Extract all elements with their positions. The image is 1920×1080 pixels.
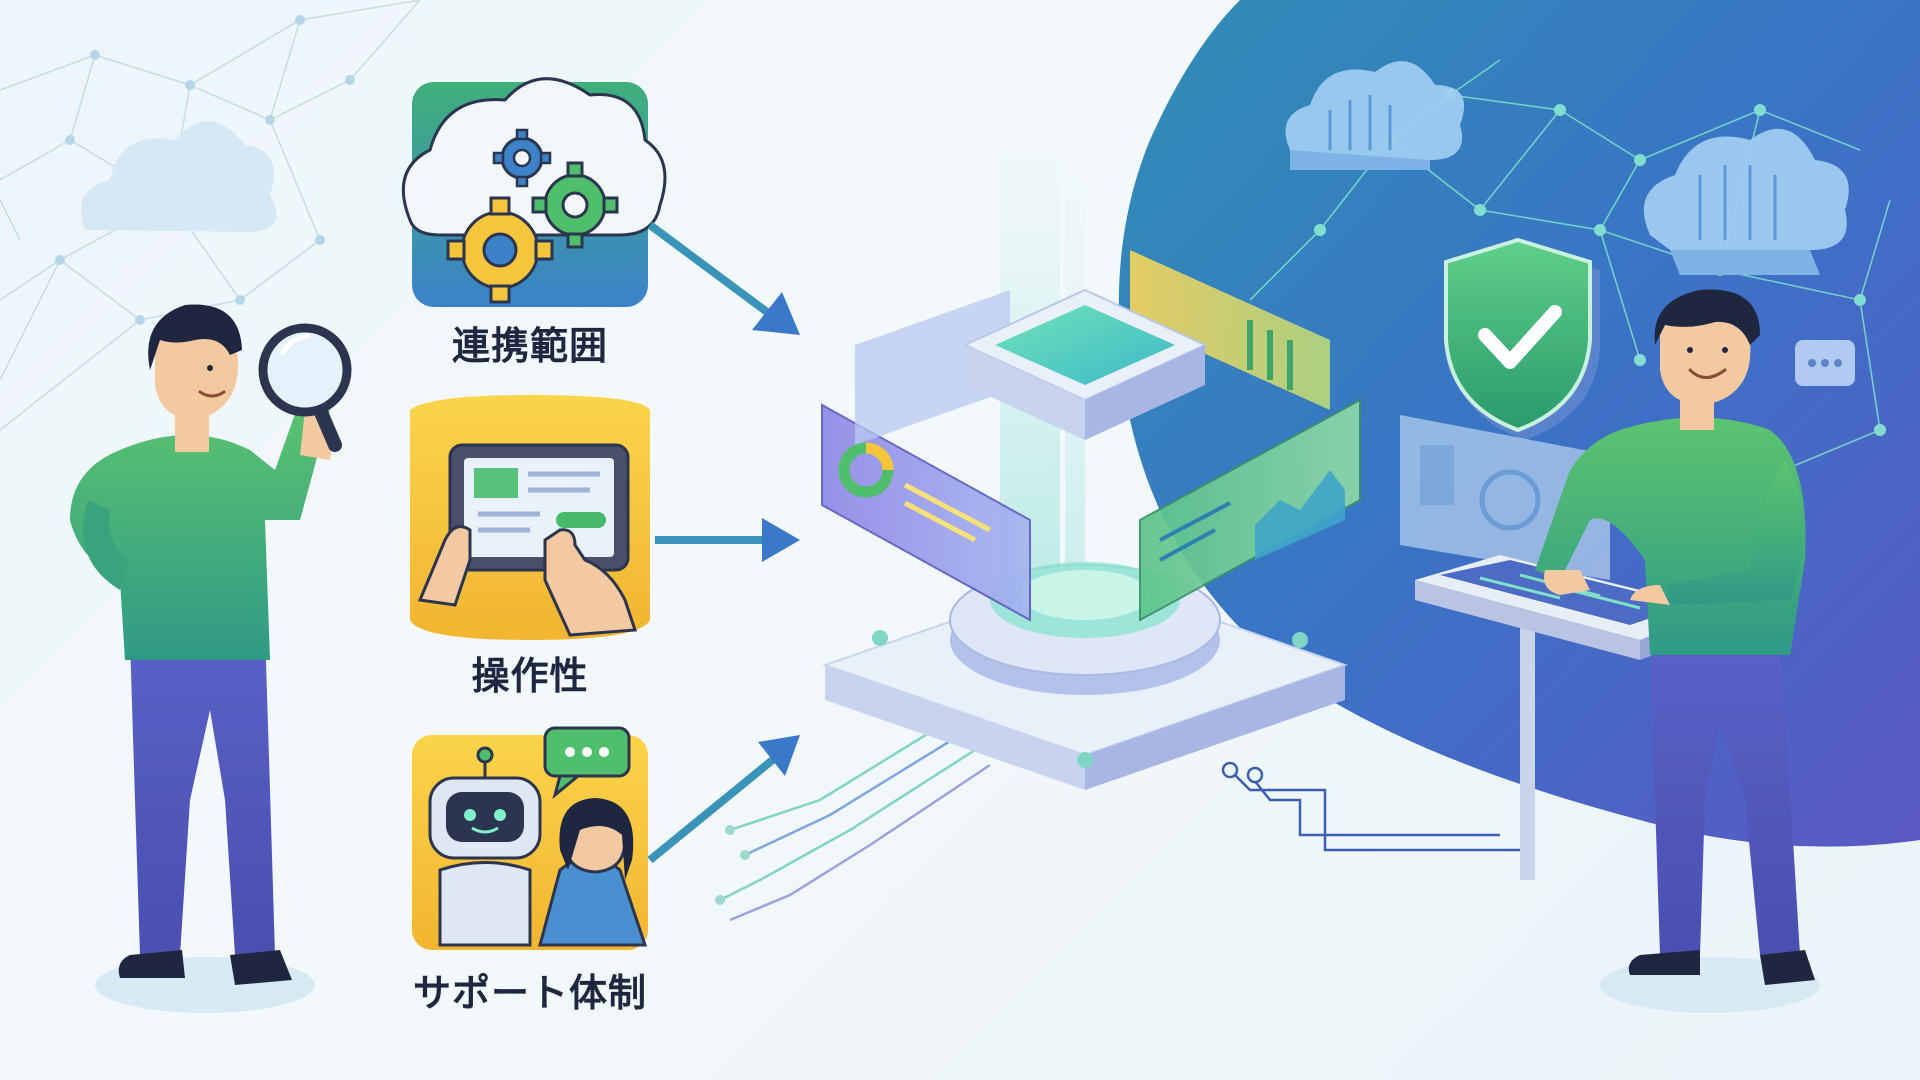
server-cloud-icon <box>1285 61 1465 170</box>
circuit-lines <box>715 718 1520 922</box>
central-platform-icon <box>821 140 1361 790</box>
tablet-touch-icon <box>417 443 638 637</box>
factor-label-support: サポート体制 <box>412 971 647 1015</box>
magnifying-glass-icon <box>258 323 352 452</box>
analyst-person <box>70 304 333 1013</box>
operator-person <box>1535 289 1820 1013</box>
background-cloud-icon <box>80 121 277 232</box>
factor-tile-support <box>412 726 648 950</box>
factor-label-usability: 操作性 <box>471 654 589 698</box>
data-cloud-icon <box>1643 128 1849 275</box>
cloud-gears-icon <box>401 77 667 304</box>
factor-tile-usability <box>410 395 650 640</box>
factor-tile-integration <box>401 77 667 307</box>
chat-bubble-icon <box>1795 340 1855 386</box>
chatbot-support-icon <box>428 726 648 947</box>
shield-check-icon <box>1444 237 1600 440</box>
factor-label-integration: 連携範囲 <box>451 324 608 368</box>
arrows-to-platform <box>647 221 800 864</box>
